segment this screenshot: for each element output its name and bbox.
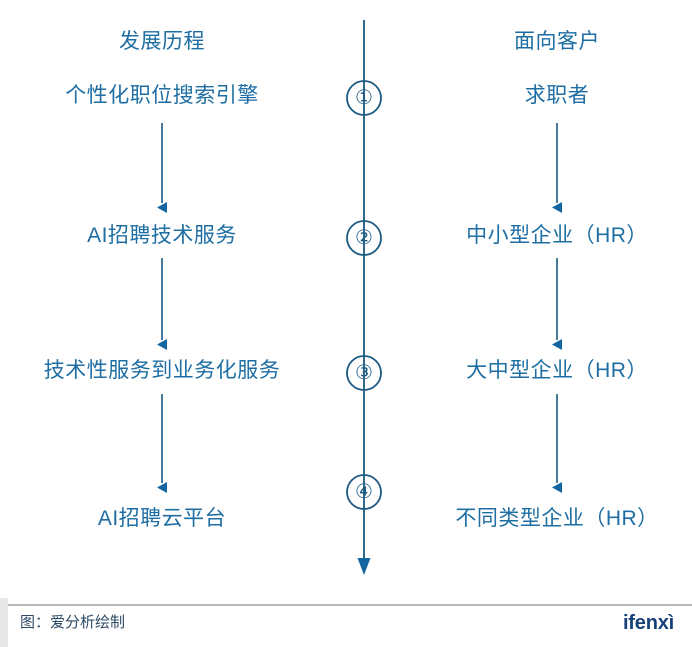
footer-divider	[8, 604, 692, 606]
stage-3-number: ③	[355, 362, 373, 384]
footer-left-edge	[0, 598, 8, 647]
timeline-arrowhead	[357, 558, 371, 575]
step-circle-4	[346, 474, 382, 510]
step-circle-2	[346, 220, 382, 256]
step-circle-1	[346, 80, 382, 116]
stage-4-right-label: 不同类型企业（HR）	[455, 507, 659, 530]
column-header-left: 发展历程	[119, 30, 205, 53]
column-header-right: 面向客户	[514, 30, 600, 53]
ifenxi-logo: ifenxì	[622, 612, 674, 634]
stage-1-right-label: 求职者	[524, 84, 590, 107]
diagram-connectors	[157, 20, 562, 575]
stage-3-left-label: 技术性服务到业务化服务	[43, 359, 281, 382]
stage-1-left-label: 个性化职位搜索引擎	[65, 84, 259, 107]
center-timeline	[346, 20, 382, 575]
stage-2-number: ②	[355, 227, 373, 249]
step-circle-3	[346, 355, 382, 391]
stage-2-left-label: AI招聘技术服务	[87, 224, 237, 247]
stage-4-number: ④	[355, 481, 373, 503]
footer-bar: 图：爱分析绘制 ifenxì	[0, 598, 692, 647]
stage-3-right-label: 大中型企业（HR）	[466, 359, 648, 382]
stage-1-number: ①	[355, 87, 373, 109]
stage-2-right-label: 中小型企业（HR）	[466, 224, 648, 247]
footer-caption: 图：爱分析绘制	[20, 614, 126, 631]
stage-4-left-label: AI招聘云平台	[97, 507, 227, 530]
diagram-canvas: 发展历程 面向客户 个性化职位搜索引擎 ① 求职者 AI招聘技术服务 ② 中小型…	[43, 20, 659, 575]
